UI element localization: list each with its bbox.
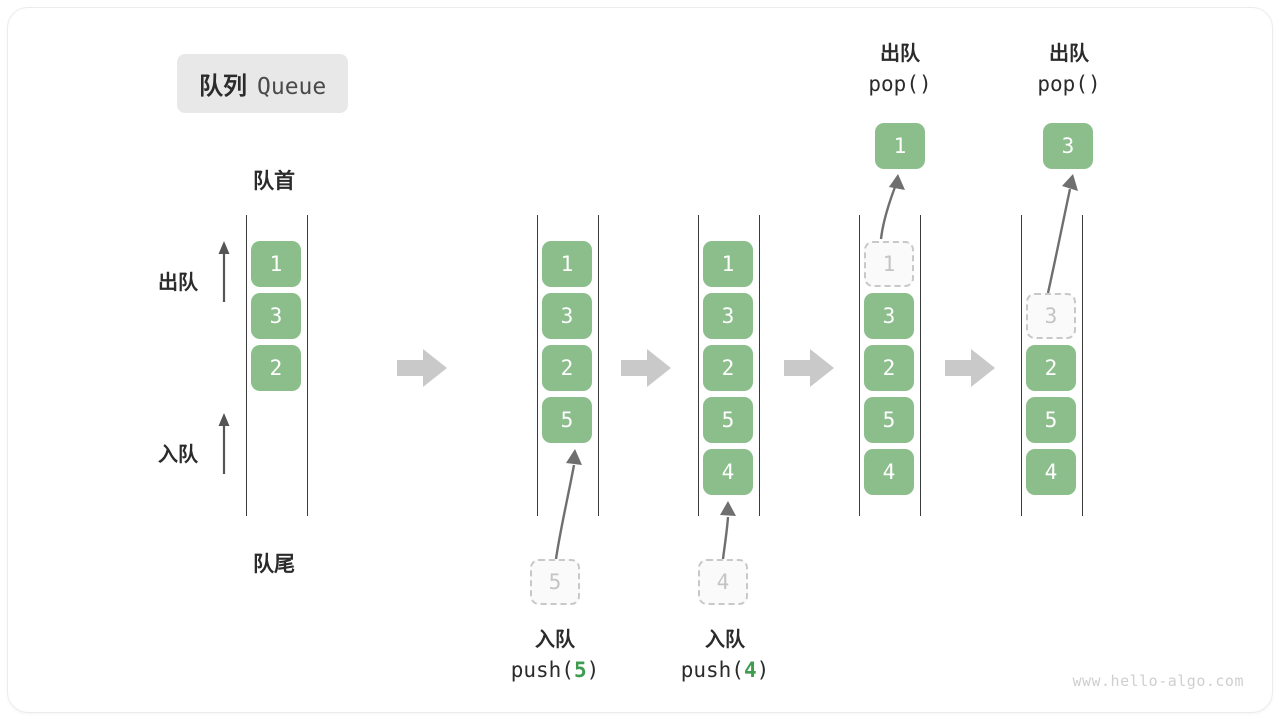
dequeue-direction-arrow xyxy=(218,241,230,302)
queue-cell: 3 xyxy=(251,293,301,339)
watermark: www.hello-algo.com xyxy=(1072,672,1244,690)
push-4-label: 入队 push(4) xyxy=(680,629,770,682)
queue-cell: 3 xyxy=(864,293,914,339)
queue-cell: 3 xyxy=(542,293,592,339)
queue-cell: 5 xyxy=(703,397,753,443)
popped-ghost-cell: 1 xyxy=(864,241,914,287)
front-label: 队首 xyxy=(253,170,295,193)
queue-cell: 2 xyxy=(251,345,301,391)
popped-cell: 1 xyxy=(875,123,925,169)
incoming-ghost-cell: 5 xyxy=(530,559,580,605)
step-arrow-icon xyxy=(945,349,995,387)
queue-rail-right-5 xyxy=(1082,215,1083,516)
pop-label-1: 出队 pop() xyxy=(868,43,932,96)
queue-cell: 2 xyxy=(1026,345,1076,391)
step-arrow-icon xyxy=(397,349,447,387)
popped-cell: 3 xyxy=(1043,123,1093,169)
queue-rail-right-4 xyxy=(920,215,921,516)
queue-column-2: 1 3 2 5 xyxy=(542,241,592,443)
diagram-card: 队列 Queue 队首 队尾 出队 入队 1 3 2 1 3 2 5 5 入队 xyxy=(8,8,1272,712)
step-arrow-icon xyxy=(784,349,834,387)
pop-arrow-icon xyxy=(879,174,905,240)
queue-cell: 3 xyxy=(703,293,753,339)
queue-cell: 2 xyxy=(703,345,753,391)
queue-rail-left-3 xyxy=(698,215,699,516)
queue-cell: 4 xyxy=(1026,449,1076,495)
queue-column-5: 3 2 5 4 xyxy=(1026,293,1076,495)
title-en: Queue xyxy=(257,74,327,100)
pop-arrow-icon xyxy=(1046,174,1078,294)
queue-rail-right-2 xyxy=(598,215,599,516)
popped-ghost-cell: 3 xyxy=(1026,293,1076,339)
queue-rail-left-5 xyxy=(1021,215,1022,516)
queue-cell: 5 xyxy=(1026,397,1076,443)
queue-rail-right-1 xyxy=(307,215,308,516)
push-arrow-icon xyxy=(720,501,736,560)
dequeue-label: 出队 xyxy=(158,272,198,294)
queue-cell: 5 xyxy=(864,397,914,443)
step-arrow-icon xyxy=(621,349,671,387)
queue-cell: 1 xyxy=(703,241,753,287)
push-5-label: 入队 push(5) xyxy=(510,629,600,682)
incoming-ghost-cell: 4 xyxy=(698,559,748,605)
queue-column-3: 1 3 2 5 4 xyxy=(703,241,753,495)
enqueue-label: 入队 xyxy=(158,444,198,466)
title-zh: 队列 xyxy=(199,73,247,100)
queue-rail-left-1 xyxy=(246,215,247,516)
queue-column-4: 1 3 2 5 4 xyxy=(864,241,914,495)
queue-cell: 1 xyxy=(251,241,301,287)
queue-rail-left-4 xyxy=(859,215,860,516)
queue-cell: 4 xyxy=(703,449,753,495)
queue-cell: 1 xyxy=(542,241,592,287)
rear-label: 队尾 xyxy=(253,553,295,576)
push-arrow-icon xyxy=(554,449,582,560)
queue-rail-left-2 xyxy=(537,215,538,516)
title-badge: 队列 Queue xyxy=(177,54,349,113)
queue-rail-right-3 xyxy=(759,215,760,516)
queue-column-1: 1 3 2 xyxy=(251,241,301,391)
queue-cell: 5 xyxy=(542,397,592,443)
queue-cell: 2 xyxy=(864,345,914,391)
queue-cell: 4 xyxy=(864,449,914,495)
queue-cell: 2 xyxy=(542,345,592,391)
pop-label-2: 出队 pop() xyxy=(1037,43,1101,96)
enqueue-direction-arrow xyxy=(218,413,230,474)
